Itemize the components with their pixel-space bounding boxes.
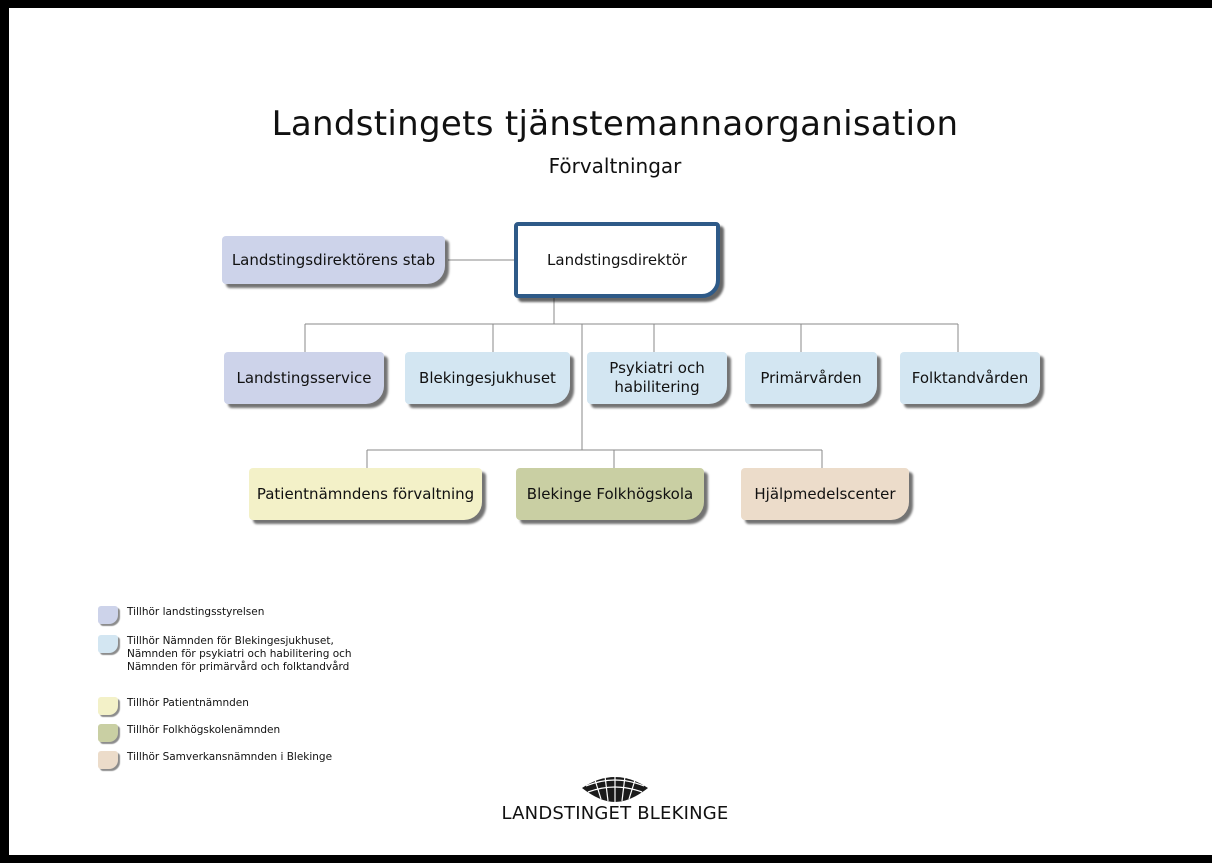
legend-label: Tillhör Patientnämnden xyxy=(127,697,249,709)
legend-label: Tillhör Folkhögskolenämnden xyxy=(127,724,281,736)
logo-text: LANDSTINGET BLEKINGE xyxy=(501,803,729,824)
folktandvarden-box: Folktandvården xyxy=(900,352,1040,404)
legend-swatch xyxy=(98,635,118,653)
legend-label: Tillhör Samverkansnämnden i Blekinge xyxy=(127,751,333,763)
patientnamnden-box: Patientnämndens förvaltning xyxy=(249,468,482,520)
hjalpmedel-box: Hjälpmedelscenter xyxy=(741,468,909,520)
legend-item-namnden: Tillhör Nämnden för Blekingesjukhuset, N… xyxy=(98,635,352,674)
boat-hull-emblem-icon xyxy=(582,774,648,802)
page-title: Landstingets tjänstemannaorganisation xyxy=(271,104,959,144)
staff-box: Landstingsdirektörens stab xyxy=(222,236,445,284)
legend-item-styrelsen: Tillhör landstingsstyrelsen xyxy=(98,606,264,624)
landstingsservice-box: Landstingsservice xyxy=(224,352,384,404)
legend-swatch xyxy=(98,697,118,715)
director-box: Landstingsdirektör xyxy=(514,222,720,298)
legend-item-patient: Tillhör Patientnämnden xyxy=(98,697,249,715)
folkhogskola-box: Blekinge Folkhögskola xyxy=(516,468,704,520)
page-subtitle: Förvaltningar xyxy=(548,154,682,178)
legend-label: Tillhör Nämnden för Blekingesjukhuset, N… xyxy=(127,635,352,673)
psykiatri-box: Psykiatri och habilitering xyxy=(587,352,727,404)
legend-swatch xyxy=(98,606,118,624)
legend-label: Tillhör landstingsstyrelsen xyxy=(127,606,265,618)
legend-swatch xyxy=(98,751,118,769)
blekingesjukhuset-box: Blekingesjukhuset xyxy=(405,352,570,404)
legend-item-folkhogskola: Tillhör Folkhögskolenämnden xyxy=(98,724,280,742)
primarvarden-box: Primärvården xyxy=(745,352,877,404)
legend-swatch xyxy=(98,724,118,742)
legend-item-samverkan: Tillhör Samverkansnämnden i Blekinge xyxy=(98,751,332,769)
